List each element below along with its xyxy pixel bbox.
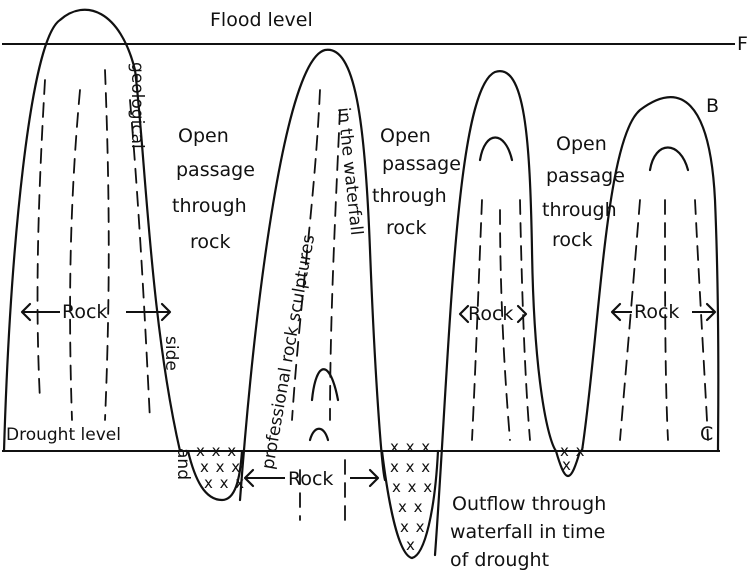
svg-text:rock: rock [552,229,592,251]
flood-level-label: Flood level [210,9,313,31]
drought-level-marker: C [700,423,713,445]
svg-text:x x x: x x x [392,478,433,496]
svg-text:rock: rock [190,231,230,253]
side-label: side [161,336,181,371]
rock-width-arrow-3 [458,304,528,324]
svg-text:Outflow through: Outflow through [452,493,606,515]
svg-text:rock: rock [386,217,426,239]
svg-text:Open: Open [380,125,431,147]
open-passage-label-1: Open passage through rock [172,125,255,253]
svg-text:passage: passage [546,165,625,187]
rock-pillar-1 [2,8,182,453]
open-passage-label-2: Open passage through rock [372,125,461,239]
basin-1 [186,449,244,502]
basin-2 [380,449,440,560]
and-label: and [173,448,193,480]
svg-text:x x x: x x x [390,458,431,476]
svg-text:through: through [172,195,247,217]
rock-label-4: Rock [634,301,679,323]
svg-text:Open: Open [178,125,229,147]
basin-fill-3: x x x [560,442,586,474]
svg-text:through: through [372,185,447,207]
svg-text:x x x: x x x [204,474,245,492]
rock-pillar-4 [580,96,720,453]
svg-text:x x: x x [398,498,424,516]
point-b-label: B [706,95,719,117]
rock-label-2: Rock [288,468,333,490]
geological-label: geological [127,62,147,149]
svg-text:x x: x x [400,518,426,536]
svg-text:waterfall in time: waterfall in time [450,521,605,543]
rock-pillar-2 [238,48,387,502]
drought-level-label: Drought level [6,425,121,445]
rock-width-arrow-2 [243,468,380,488]
rock-width-arrow-4 [610,302,717,322]
svg-text:x x x: x x x [390,438,431,456]
basin-fill-1: x x x x x x x x x [196,442,245,492]
svg-text:x x x: x x x [200,458,241,476]
rock-pillar-3 [433,70,558,557]
flood-level-marker: F [737,33,748,55]
svg-text:passage: passage [382,153,461,175]
rock-label-3: Rock [468,303,513,325]
svg-text:of drought: of drought [450,549,549,571]
open-passage-label-3: Open passage through rock [542,133,625,251]
svg-text:x x: x x [560,442,586,460]
rock-width-arrow-1 [20,302,172,322]
svg-text:x: x [406,536,416,554]
rock-label-1: Rock [62,301,107,323]
rock-texture-4 [619,146,709,441]
svg-text:x x x: x x x [196,442,237,460]
rock-texture-3 [471,136,531,441]
basin-3 [554,449,582,478]
rock-texture-2 [291,89,346,521]
svg-text:through: through [542,199,617,221]
professional-rock-sculptures-label: professional rock sculptures [258,233,319,471]
basin-fill-2: x x x x x x x x x x x x x x [390,438,433,554]
svg-text:x: x [562,456,572,474]
svg-text:Open: Open [556,133,607,155]
svg-text:passage: passage [176,159,255,181]
rock-texture-1 [36,69,151,421]
outflow-label: Outflow through waterfall in time of dro… [450,493,606,571]
